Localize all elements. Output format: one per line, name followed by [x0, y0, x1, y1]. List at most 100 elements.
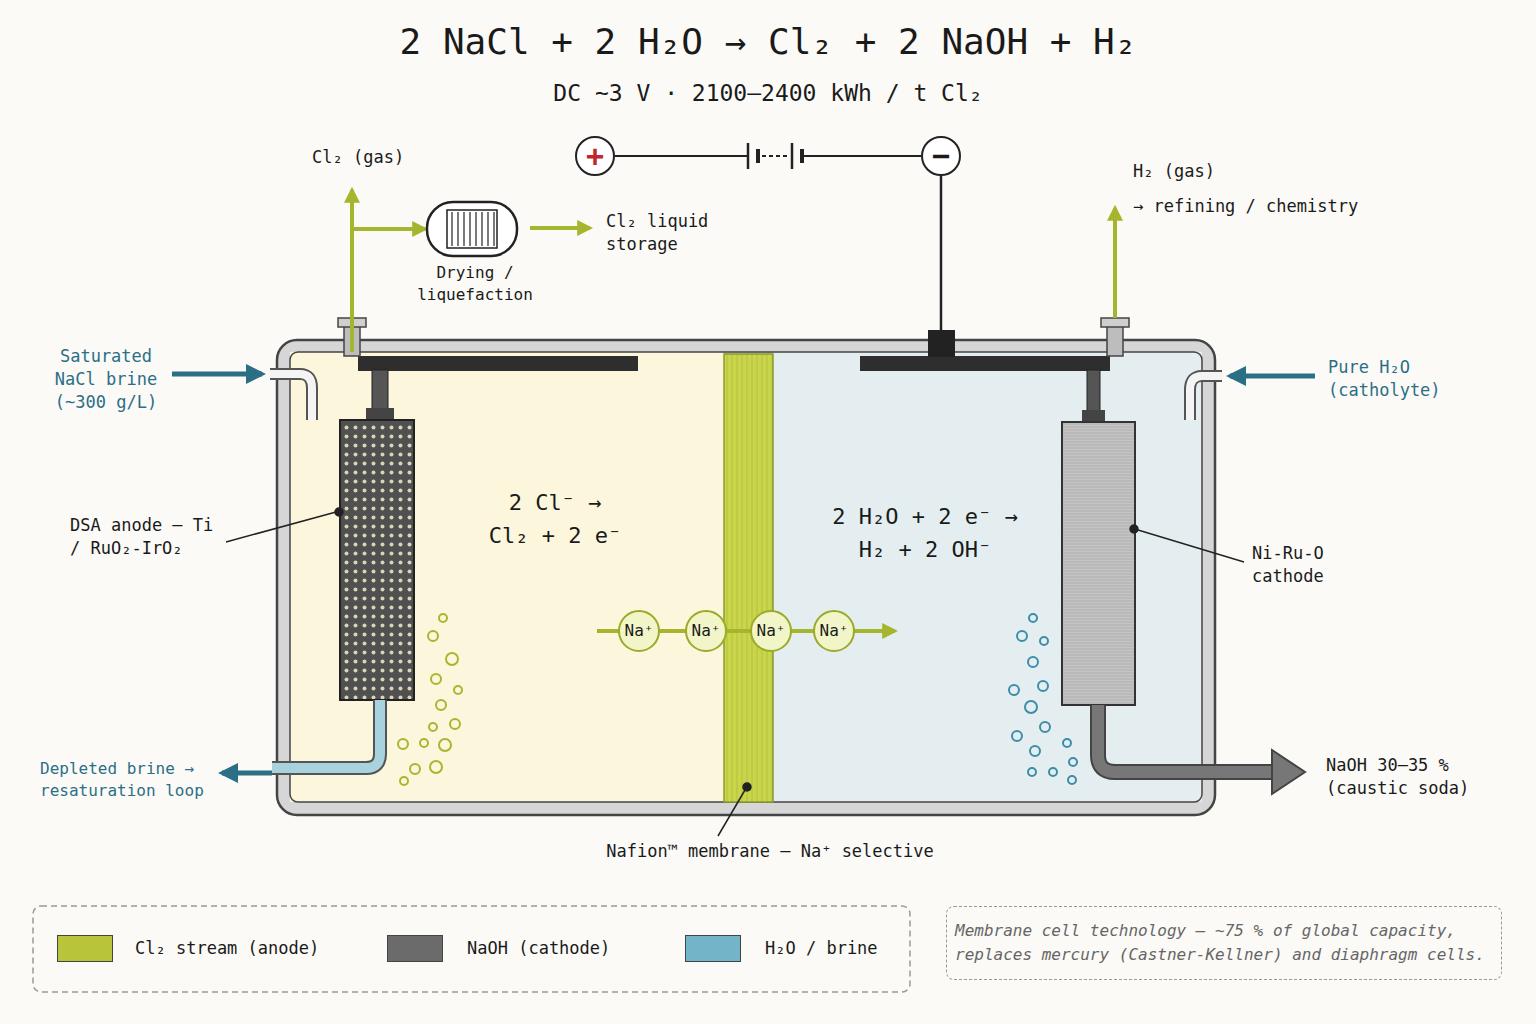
cathode-electrode: [1087, 370, 1100, 412]
dryer-packing: [475, 212, 476, 246]
inlet-label: Pure H₂O (catholyte): [1328, 356, 1463, 402]
caustic-outlet: [1098, 705, 1275, 772]
ion-label: Na⁺: [625, 623, 654, 639]
cell-housing: [773, 352, 1202, 802]
gas-bubbles: [1063, 739, 1071, 747]
electrode-label: Ni-Ru-O cathode: [1252, 542, 1352, 588]
gas-bubbles: [1040, 637, 1048, 645]
battery-symbol: [791, 143, 794, 169]
gas-bubbles: [439, 614, 447, 622]
gas-bubbles: [398, 739, 408, 749]
positive-terminal: +: [575, 136, 615, 176]
battery-symbol: [742, 140, 808, 172]
brine-pipes: [1190, 376, 1222, 420]
leader-lines: [1138, 530, 1244, 562]
gas-arrows: [530, 226, 590, 230]
gas-bubbles: [1038, 681, 1048, 691]
technology-note: Membrane cell technology — ~75 % of glob…: [946, 906, 1502, 980]
gas-bubbles: [431, 674, 441, 684]
gas-arrows: [352, 190, 1115, 318]
busbars: [358, 176, 1110, 371]
anode-electrode: [372, 370, 388, 412]
dryer-packing: [487, 212, 488, 246]
electrode-label: DSA anode — Ti / RuO₂-IrO₂: [70, 514, 224, 560]
brine-pipes: [272, 700, 380, 768]
product-label: NaOH 30–35 % (caustic soda): [1326, 754, 1486, 800]
leader-lines: [335, 508, 343, 516]
gas-bubbles: [1040, 722, 1050, 732]
gas-bubbles: [1012, 731, 1022, 741]
gas-bubbles: [1029, 614, 1037, 622]
gas-bubbles: [1025, 701, 1037, 713]
polarity-sign: +: [586, 141, 604, 171]
brine-pipes: [272, 700, 380, 768]
anode-electrode: [340, 370, 414, 700]
cathode-electrode: [1062, 422, 1135, 705]
brine-pipes: [222, 771, 272, 776]
dryer-packing: [447, 210, 497, 248]
anode-electrode: [340, 420, 414, 700]
cell-housing: [277, 340, 1215, 815]
cathode-electrode: [1062, 370, 1135, 705]
destination-label: → refining / chemistry: [1133, 195, 1383, 218]
brine-pipes: [270, 374, 312, 420]
caustic-outlet: [1272, 750, 1305, 794]
gas-nozzles: [1107, 326, 1123, 356]
anode-compartment: 2 Cl⁻ → Cl₂ + 2 e⁻: [290, 352, 724, 802]
leader-lines: [226, 512, 336, 542]
membrane: [724, 354, 773, 802]
brine-pipes: [1230, 374, 1315, 379]
gas-bubbles: [400, 777, 408, 785]
cell-housing: [290, 352, 724, 802]
cathode-compartment: 2 H₂O + 2 e⁻ → H₂ + 2 OH⁻: [773, 352, 1202, 802]
polarity-sign: −: [932, 141, 950, 171]
leader-lines: [743, 783, 751, 791]
title: 2 NaCl + 2 H₂O → Cl₂ + 2 NaOH + H₂: [0, 18, 1536, 67]
dryer-packing: [463, 212, 464, 246]
gas-nozzles: [1101, 318, 1129, 327]
note-text: Membrane cell technology — ~75 % of glob…: [955, 919, 1493, 967]
negative-terminal: −: [921, 136, 961, 176]
legend-swatch: [57, 935, 113, 962]
half-reaction: 2 Cl⁻ → Cl₂ + 2 e⁻: [486, 486, 624, 552]
legend-text: H₂O / brine: [765, 937, 878, 960]
dryer-packing: [469, 212, 470, 246]
storage-label: Cl₂ liquid storage: [606, 210, 726, 256]
sodium-ion: Na⁺: [813, 610, 855, 652]
gas-bubbles: [398, 614, 1077, 785]
gas-bubbles: [454, 686, 462, 694]
gas-bubbles: [446, 653, 458, 665]
cell-housing: [277, 340, 1215, 815]
dryer-packing: [457, 212, 458, 246]
dryer-packing: [451, 212, 452, 246]
sodium-ion: Na⁺: [685, 610, 727, 652]
gas-nozzles: [338, 318, 1129, 356]
caustic-outlet: [1098, 705, 1305, 794]
busbars: [928, 330, 955, 357]
dryer-vessel-outline: [425, 200, 519, 258]
busbars: [860, 356, 1110, 371]
leader-lines: [1130, 525, 1138, 533]
gas-bubbles: [1068, 776, 1076, 784]
caustic-outlet: [1098, 705, 1275, 772]
battery-symbol: [747, 143, 750, 169]
legend-swatch: [685, 935, 741, 962]
gas-bubbles: [1069, 758, 1077, 766]
cathode-electrode: [1082, 410, 1105, 422]
legend-text: Cl₂ stream (anode): [135, 937, 319, 960]
gas-bubbles: [428, 631, 438, 641]
gas-bubbles: [439, 739, 451, 751]
ion-label: Na⁺: [820, 623, 849, 639]
brine-pipes: [270, 374, 312, 420]
leader-lines: [226, 508, 1244, 836]
gas-bubbles: [410, 764, 420, 774]
gas-bubbles: [436, 700, 446, 710]
dryer-packing: [481, 212, 482, 246]
legend-frames: [33, 906, 910, 992]
battery-symbol: [735, 140, 815, 172]
gas-arrows: [350, 190, 354, 230]
vessel-label: Drying / liquefaction: [413, 262, 537, 307]
gas-bubbles: [1017, 631, 1027, 641]
battery-symbol: [762, 155, 790, 157]
